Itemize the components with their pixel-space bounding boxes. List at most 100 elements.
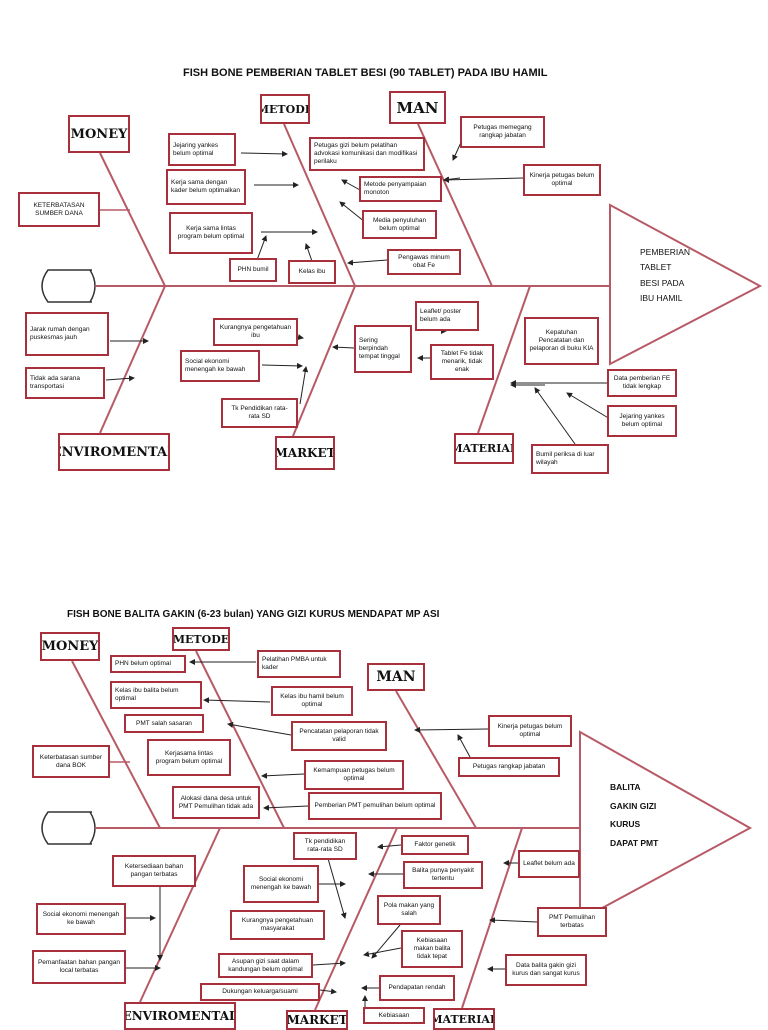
diagram-1-title: FISH BONE PEMBERIAN TABLET BESI (90 TABL…	[183, 67, 548, 79]
cause-arrow-13	[105, 375, 135, 382]
d2-cause-material-1: Leaflet belum ada	[518, 850, 580, 878]
d2-cause-market-10: Pendapatan rendah	[379, 975, 455, 1001]
d1-category-metode: METODE	[260, 94, 310, 124]
d2-tail-icon	[41, 811, 92, 845]
d2-cause-market-2: Social ekonomi menengah ke bawah	[243, 865, 319, 903]
d1-cause-market-1: Kurangnya pengetahuan ibu	[213, 318, 298, 346]
d1-cause-market-4: Sering berpindah tempat tinggal	[354, 325, 412, 373]
d1-head-line-4: IBU HAMIL	[640, 292, 683, 303]
d2-cause-man-2: Petugas rangkap jabatan	[458, 757, 560, 777]
cause-arrow-16	[299, 366, 309, 405]
d1-cause-material-1: Leaflet/ poster belum ada	[415, 301, 479, 331]
cause-arrow-25	[203, 697, 271, 704]
cause-arrow-9	[341, 179, 361, 191]
d2-bone-metode	[195, 650, 285, 829]
d1-effect-head-text: PEMBERIAN TABLET BESI PADA IBU HAMIL	[640, 245, 690, 306]
d1-category-money: MONEY	[68, 115, 130, 153]
d2-bone-market	[314, 827, 398, 1011]
d2-cause-market-5: Dukungan keluarga/suami	[200, 983, 320, 1001]
d2-cause-metode-2: Pelatihan PMBA untuk kader	[257, 650, 341, 678]
d1-head-line-1: PEMBERIAN	[640, 247, 691, 257]
d2-cause-metode-3: Kelas ibu balita belum optimal	[110, 681, 202, 709]
d2-cause-metode-8: Kemampuan petugas belum optimal	[304, 760, 404, 790]
d2-effect-head	[579, 730, 753, 922]
d1-cause-metode-5: Kelas ibu	[288, 260, 336, 284]
cause-arrow-41	[363, 947, 402, 958]
d2-head-line-2: GAKIN GIZI	[610, 800, 657, 811]
d2-bone-man	[395, 690, 477, 829]
cause-arrow-37	[319, 988, 337, 995]
cause-arrow-36	[312, 960, 346, 967]
d2-cause-metode-4: Kelas ibu hamil belum optimal	[271, 686, 353, 716]
d2-category-metode: METODE	[172, 627, 230, 651]
cause-arrow-10	[339, 201, 366, 223]
d1-bone-man	[417, 123, 493, 287]
d2-cause-market-7: Balita punya penyakit tertentu	[403, 861, 483, 889]
d1-cause-man-1: Petugas gizi belum pelatihan advokasi ko…	[309, 137, 425, 171]
cause-arrow-17	[332, 344, 355, 351]
d1-cause-man-6: Pengawas minum obat Fe	[387, 249, 461, 275]
d2-category-material: MATERIAL	[433, 1008, 495, 1030]
d2-cause-env-2: Social ekonomi menengah ke bawah	[36, 903, 126, 935]
d1-cause-metode-2: Kerja sama dengan kader belum optimalkan	[166, 169, 246, 205]
d2-cause-market-8: Pola makan yang salah	[377, 895, 441, 925]
d1-bone-market	[292, 285, 356, 437]
d2-head-line-1: BALITA	[610, 782, 641, 792]
d1-cause-metode-1: Jejaring yankes belum optimal	[168, 133, 236, 166]
d1-cause-material-4: Data pemberian FE tidak lengkap	[607, 369, 677, 397]
cause-arrow-26	[227, 721, 292, 736]
d1-cause-env-1: Jarak rumah dengan puskesmas jauh	[25, 312, 109, 356]
cause-arrow-23	[534, 387, 576, 445]
d2-cause-metode-7: Kerjasama lintas program belum optimal	[147, 739, 231, 776]
d2-tail-icon-curve	[89, 811, 96, 845]
d1-cause-material-3: Kepatuhan Pencatatan dan pelaporan di bu…	[524, 317, 599, 365]
cause-arrow-45	[489, 917, 538, 924]
cause-arrow-30	[457, 734, 471, 758]
d1-tail-icon	[41, 269, 92, 303]
d1-tail-icon-curve	[89, 269, 96, 303]
d1-category-environmental: ENVIROMENTAL	[58, 433, 170, 471]
cause-arrow-38	[377, 843, 402, 850]
cause-arrow-22	[566, 392, 611, 420]
cause-arrow-28	[263, 804, 309, 811]
d1-cause-man-4: Metode penyampaian monoton	[359, 176, 442, 202]
d2-bone-money	[71, 660, 161, 829]
cause-arrow-6	[443, 176, 524, 183]
cause-arrow-0	[240, 150, 288, 157]
d2-cause-market-9: Kebiasaan makan balita tidak tepat	[401, 930, 463, 968]
d2-cause-env-1: Ketersediaan bahan pangan terbatas	[112, 855, 196, 887]
d2-cause-market-6: Faktor genetik	[401, 835, 469, 855]
d1-bone-material	[477, 285, 531, 434]
d1-bone-environmental	[99, 285, 166, 434]
d1-cause-man-2: Petugas memegang rangkap jabatan	[460, 116, 545, 148]
d1-cause-market-3: Tk Pendidikan rata-rata SD	[221, 398, 298, 428]
d2-category-money: MONEY	[40, 632, 100, 661]
d2-bone-environmental	[139, 827, 221, 1003]
d1-cause-money-1: KETERBATASAN SUMBER DANA	[18, 192, 100, 227]
d1-cause-material-6: Bumil periksa di luar wilayah	[531, 444, 609, 474]
cause-arrow-11	[347, 259, 388, 266]
d1-cause-metode-4: PHN bumil	[229, 258, 277, 282]
d2-cause-market-3: Kurangnya pengetahuan masyarakat	[230, 910, 325, 940]
d1-bone-metode	[283, 123, 356, 287]
d1-cause-metode-3: Kerja sama lintas program belum optimal	[169, 212, 253, 254]
d1-head-line-3: BESI PADA	[640, 277, 685, 288]
d1-effect-head	[609, 203, 763, 366]
d2-cause-material-3: Data balita gakin gizi kurus dan sangat …	[505, 954, 587, 986]
d1-cause-market-2: Social ekonomi menengah ke bawah	[180, 350, 260, 382]
d2-head-line-4: DAPAT PMT	[610, 838, 659, 849]
d2-category-man: MAN	[367, 663, 425, 691]
d1-category-material: MATERIAL	[454, 433, 514, 464]
cause-arrow-27	[261, 772, 305, 779]
d2-cause-metode-9: Alokasi dana desa untuk PMT Pemulihan ti…	[172, 786, 260, 819]
d1-head-line-2: TABLET	[640, 262, 672, 273]
d2-cause-man-1: Kinerja petugas belum optimal	[488, 715, 572, 747]
cause-arrow-29	[414, 726, 489, 733]
d1-cause-man-3: Kinerja petugas belum optimal	[523, 164, 601, 196]
d2-effect-head-text: BALITA GAKIN GIZI KURUS DAPAT PMT	[610, 778, 658, 853]
d2-cause-market-11: Kebiasaan	[363, 1007, 425, 1024]
d1-cause-material-5: Jejaring yankes belum optimal	[607, 405, 677, 437]
d2-cause-market-1: Tk pendidikan rata-rata SD	[293, 832, 357, 860]
